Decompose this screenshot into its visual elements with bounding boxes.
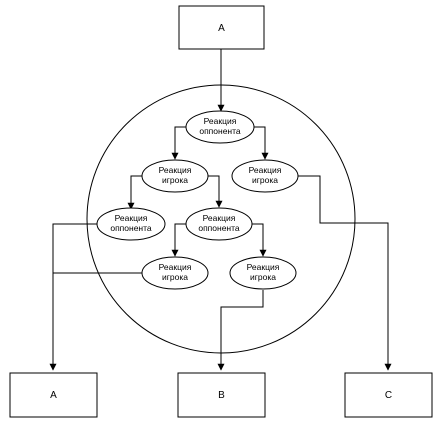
bottom-box-c-label: C — [385, 390, 392, 401]
node-6-line1: Реакция — [159, 262, 192, 272]
node-2-line2: игрока — [162, 175, 188, 185]
top-box-a: A — [178, 5, 265, 50]
bottom-box-b-label: B — [218, 390, 225, 401]
node-1-line1: Реакция — [204, 116, 237, 126]
edge-n5-to-box-a — [49, 223, 97, 371]
node-7-line1: Реакция — [247, 262, 280, 272]
edge-n3-to-box-c — [298, 175, 392, 371]
edge-n1-to-n3 — [254, 126, 269, 160]
node-5-line1: Реакция — [115, 213, 148, 223]
node-player-reaction-bottom-left: Реакция игрока — [141, 256, 209, 290]
node-player-reaction-left: Реакция игрока — [141, 159, 209, 193]
node-4-line2: оппонента — [198, 223, 240, 233]
edge-n7-to-box-b — [217, 290, 264, 371]
top-box-a-label: A — [218, 23, 225, 34]
bottom-box-a: A — [9, 372, 98, 418]
edge-n2-to-n4 — [208, 175, 223, 208]
edge-n4-to-n7 — [252, 223, 267, 257]
node-opponent-reaction-middle: Реакция оппонента — [185, 207, 253, 241]
node-4-line1: Реакция — [203, 213, 236, 223]
node-3-line1: Реакция — [249, 165, 282, 175]
bottom-box-c: C — [344, 372, 433, 418]
node-2-line1: Реакция — [159, 165, 192, 175]
edge-n2-to-n5 — [127, 175, 142, 210]
node-opponent-reaction-1: Реакция оппонента — [185, 110, 255, 144]
bottom-box-a-label: A — [50, 390, 57, 401]
edge-n4-to-n6 — [171, 223, 186, 257]
node-3-line2: игрока — [252, 175, 278, 185]
node-5-line2: оппонента — [110, 223, 152, 233]
bottom-box-b: B — [177, 372, 266, 418]
node-player-reaction-right: Реакция игрока — [231, 159, 299, 193]
edge-n1-to-n2 — [171, 126, 186, 160]
node-1-line2: оппонента — [199, 126, 241, 136]
node-6-line2: игрока — [162, 272, 188, 282]
node-player-reaction-bottom-right: Реакция игрока — [229, 256, 297, 290]
node-7-line2: игрока — [250, 272, 276, 282]
node-opponent-reaction-left: Реакция оппонента — [96, 207, 166, 241]
